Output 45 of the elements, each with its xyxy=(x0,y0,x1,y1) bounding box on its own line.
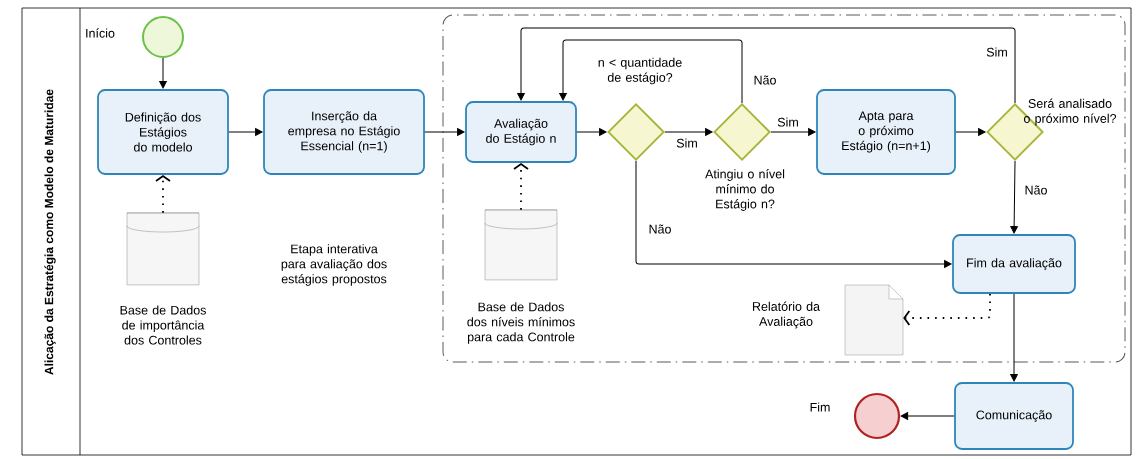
task-box: Inserção da empresa no Estágio Essencial (n=1) xyxy=(263,89,425,175)
arrow xyxy=(1010,160,1018,234)
edge-label: Sim xyxy=(986,47,1007,57)
arrow xyxy=(635,160,952,268)
arrow xyxy=(1010,293,1018,382)
event-label: Fim xyxy=(810,402,830,412)
arrow xyxy=(664,128,713,136)
edge-label: Não xyxy=(649,224,671,234)
association-line xyxy=(155,174,171,214)
arrow xyxy=(228,128,263,136)
task-box: Apta para o próximo Estágio (n=n+1) xyxy=(816,89,956,175)
annotation-text: Etapa interativa para avaliação dos estágios propostos xyxy=(281,244,387,286)
document-label: Relatório da Avaliação xyxy=(753,301,821,329)
decision-diamond xyxy=(607,103,665,161)
start-event-circle xyxy=(142,16,184,58)
task-box: Fim da avaliação xyxy=(952,234,1076,294)
arrow xyxy=(159,57,167,89)
edge-label: Não xyxy=(1025,185,1047,195)
event-label: Início xyxy=(86,28,115,38)
task-box: Avaliação do Estágio n xyxy=(465,101,577,163)
edge-label: Não xyxy=(754,75,776,85)
document-icon xyxy=(844,284,904,356)
arrow xyxy=(576,128,607,136)
decision-diamond xyxy=(713,103,771,161)
arrow xyxy=(559,39,743,104)
group-frame xyxy=(442,14,1126,363)
question-label: Atingiu o nível mínimo do Estágio n? xyxy=(705,169,785,211)
question-label: Será analisado o próximo nível? xyxy=(1024,98,1117,126)
arrow xyxy=(900,412,955,420)
arrow xyxy=(770,128,816,136)
end-event-circle xyxy=(853,392,901,440)
database-cylinder xyxy=(484,209,558,281)
edge-label: Sim xyxy=(676,138,697,148)
data-store-label: Base de Dados dos níveis mínimos para cada Controle xyxy=(467,302,575,344)
question-label: n < quantidade de estágio? xyxy=(598,57,682,85)
association-line xyxy=(513,162,529,211)
arrow xyxy=(424,128,465,136)
arrow xyxy=(955,128,986,136)
database-cylinder xyxy=(126,212,200,286)
task-box: Definição dos Estágios do modelo xyxy=(97,89,229,175)
association-line xyxy=(903,293,991,326)
edge-label: Sim xyxy=(777,117,798,127)
data-store-label: Base de Dados de importância dos Controles xyxy=(120,305,206,345)
arrow xyxy=(517,27,1016,104)
task-box: Comunicação xyxy=(954,382,1074,450)
